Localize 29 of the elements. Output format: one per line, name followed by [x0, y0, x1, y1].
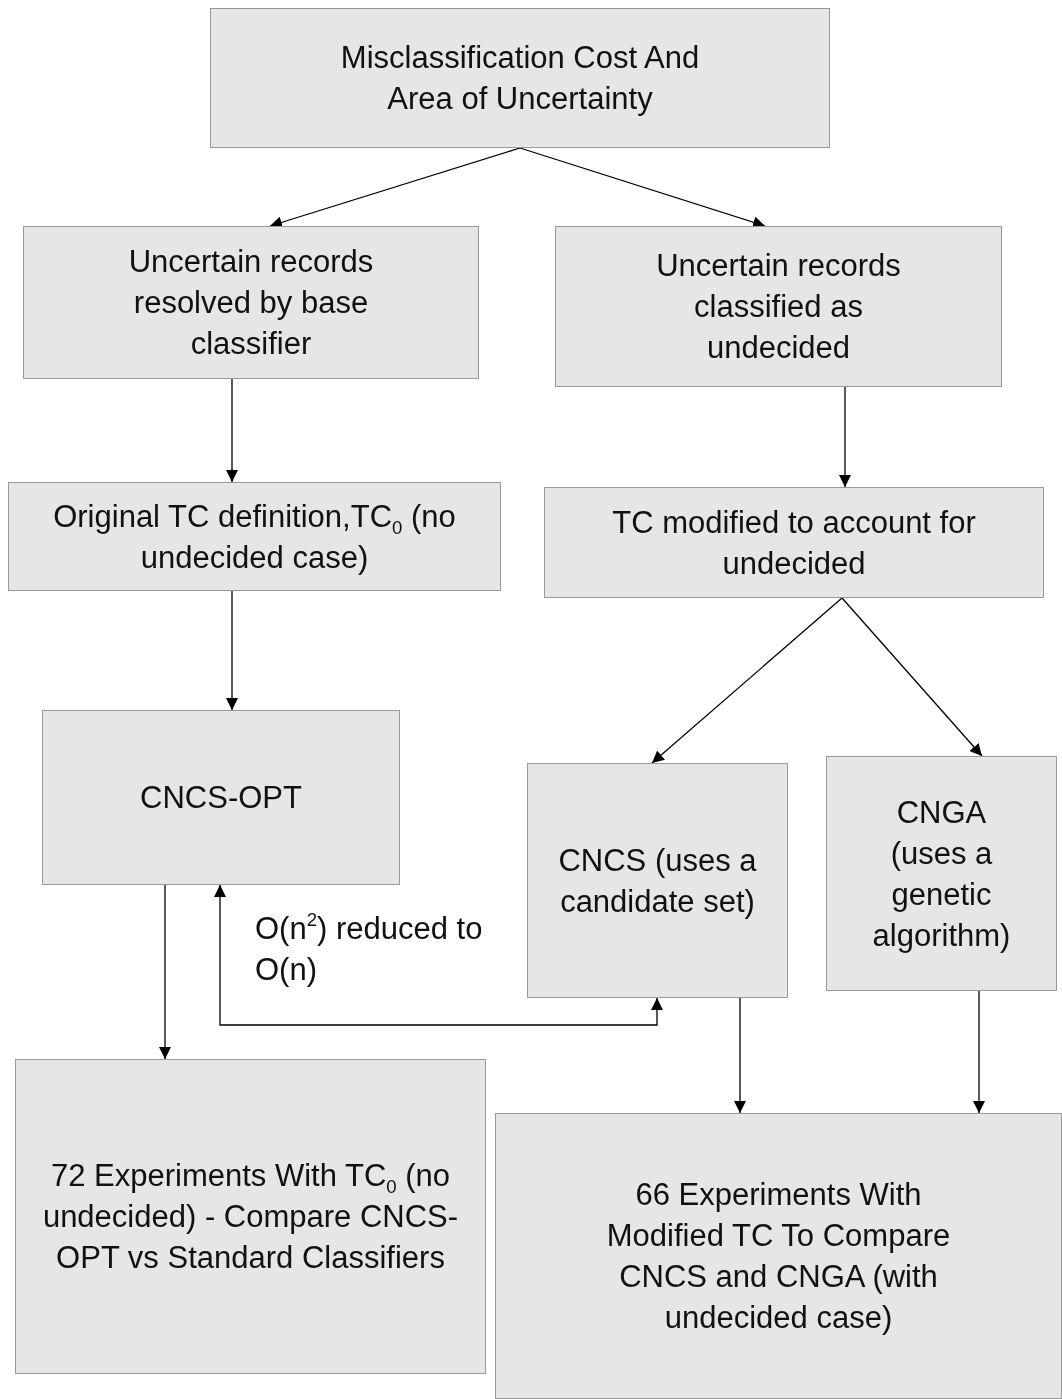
process-box — [42, 710, 400, 885]
arrow — [734, 997, 746, 1114]
process-box — [495, 1113, 1062, 1399]
box-text: Uncertain records resolved by base classifier — [127, 243, 375, 363]
arrow — [226, 590, 238, 711]
box-text: CNCS-OPT — [140, 779, 302, 817]
process-box — [527, 763, 788, 998]
box-text: 72 Experiments With TC$_{0}$ (no undecided) - Compare CNCS-OPT vs Standard Classifiers — [41, 1157, 460, 1277]
process-box — [23, 226, 479, 379]
process-box — [210, 8, 830, 148]
process-box — [555, 226, 1002, 387]
arrow — [214, 884, 663, 1026]
arrow — [651, 597, 843, 764]
process-box — [15, 1059, 486, 1374]
arrow — [841, 597, 983, 757]
box-text: Misclassification Cost And Area of Uncertainty — [340, 39, 700, 118]
box-text: TC modified to account for undecided — [611, 503, 977, 583]
arrow — [159, 884, 171, 1060]
process-box — [544, 487, 1044, 598]
box-text: 66 Experiments With Modified TC To Compare CNCS and CNGA (with undecided case) — [605, 1176, 952, 1337]
box-text: CNCS (uses a candidate set) — [557, 841, 758, 921]
process-box — [8, 482, 501, 591]
box-text: Uncertain records classified as undecided — [655, 247, 902, 367]
arrow — [973, 990, 985, 1114]
process-box — [826, 756, 1057, 991]
arrow — [226, 378, 238, 483]
arrow — [839, 386, 851, 488]
box-text: CNGA (uses a genetic algorithm) — [871, 793, 1012, 955]
box-text: Original TC definition,TC$_{0}$ (no undecided case) — [52, 497, 457, 577]
